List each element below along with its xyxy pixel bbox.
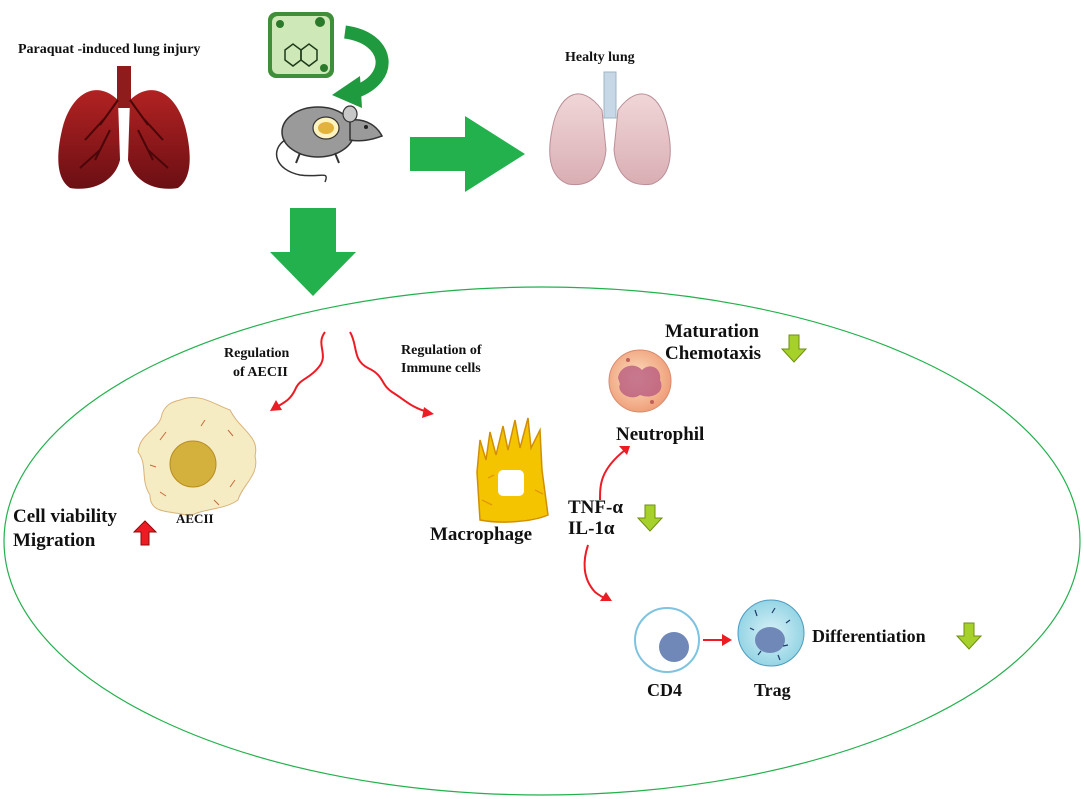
- mouse-icon: [275, 105, 384, 183]
- neutrophil-effect-label-1: Maturation: [665, 321, 759, 342]
- neutrophil-label: Neutrophil: [616, 424, 705, 445]
- to-neutrophil-arrow: [599, 446, 630, 501]
- healthy-lung-label: Healty lung: [565, 50, 635, 65]
- aecii-cell-icon: [137, 396, 257, 517]
- neutrophil-effect-label-2: Chemotaxis: [665, 343, 762, 364]
- aecii-regulation-label-2: of AECII: [233, 365, 288, 380]
- cd4-cell-icon: [634, 607, 700, 673]
- aecii-effect-label-2: Migration: [13, 530, 96, 551]
- treg-label: Trag: [754, 680, 791, 700]
- differentiation-decrease-arrow: [955, 622, 983, 650]
- neutrophil-cell-icon: [608, 349, 672, 413]
- aecii-regulation-label-1: Regulation: [224, 346, 290, 361]
- differentiation-label: Differentiation: [812, 626, 926, 646]
- macrophage-label: Macrophage: [430, 524, 533, 545]
- lung-injured-icon: [58, 66, 190, 189]
- cell-context-ellipse: [3, 286, 1081, 796]
- macrophage-cell-icon: [476, 417, 549, 523]
- to-healthy-arrow: [410, 116, 525, 192]
- compound-molecule-icon: [268, 12, 334, 78]
- immune-regulation-label-2: Immune cells: [401, 361, 481, 376]
- to-cd4-arrow: [583, 544, 612, 601]
- injured-lung-label: Paraquat -induced lung injury: [18, 42, 201, 57]
- aecii-regulation-arrow: [270, 331, 326, 411]
- increase-arrow: [132, 520, 158, 546]
- cd4-to-treg-arrow: [703, 634, 732, 646]
- neutrophil-decrease-arrow: [780, 334, 808, 363]
- cd4-label: CD4: [647, 680, 682, 700]
- immune-regulation-label-1: Regulation of: [401, 343, 482, 358]
- dosing-curved-arrow: [332, 25, 389, 108]
- cytokine-decrease-arrow: [636, 504, 664, 532]
- treg-cell-icon: [737, 599, 805, 667]
- immune-regulation-arrow: [349, 331, 434, 418]
- cytokine-label-2: IL-1α: [568, 518, 615, 539]
- cytokine-label-1: TNF-α: [568, 497, 623, 518]
- aecii-label: AECII: [176, 511, 214, 526]
- to-mechanism-arrow: [270, 208, 356, 296]
- lung-healthy-icon: [549, 71, 671, 186]
- aecii-effect-label-1: Cell viability: [13, 506, 117, 527]
